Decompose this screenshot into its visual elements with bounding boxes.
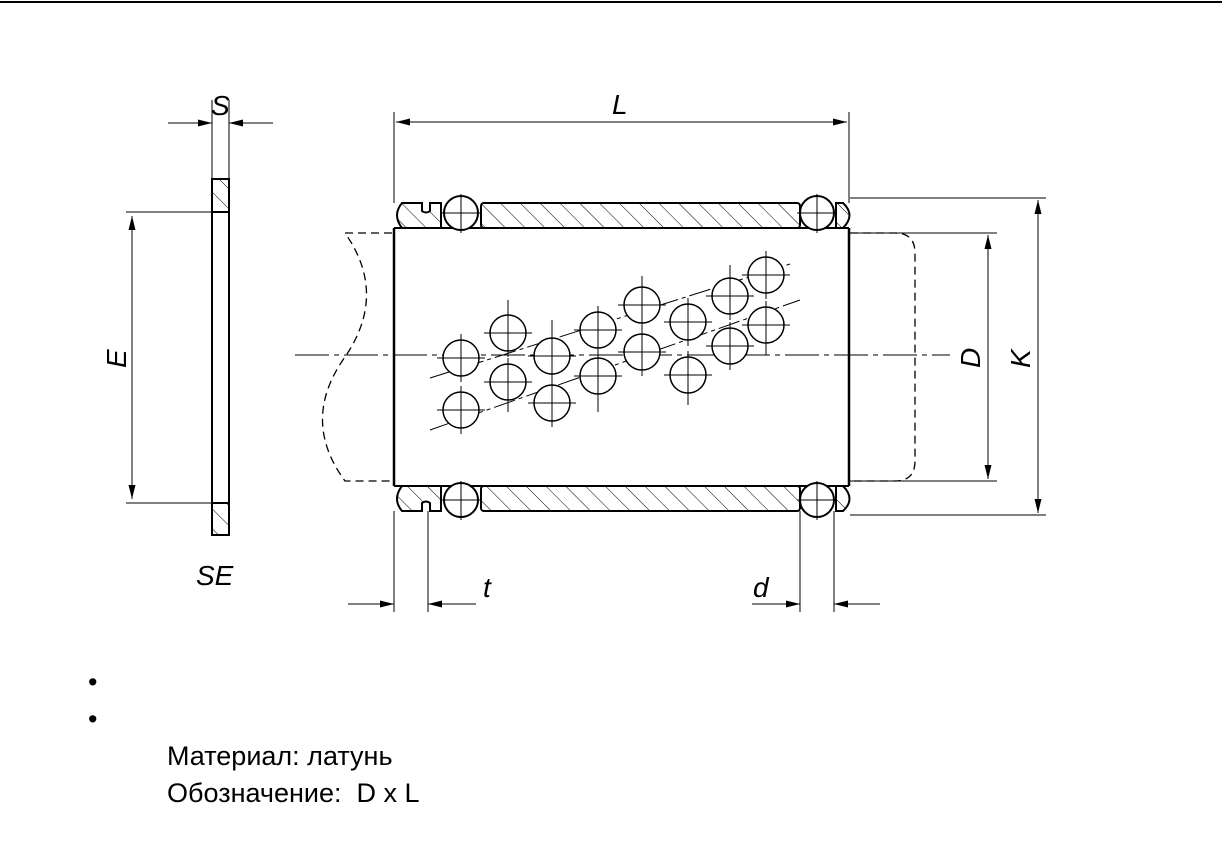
ball <box>484 358 532 412</box>
ball <box>528 320 576 380</box>
ball <box>664 351 712 405</box>
label-t: t <box>483 572 492 603</box>
ball <box>618 276 666 329</box>
note-designation: • Обозначение: D x L <box>88 701 420 808</box>
label-k: K <box>1005 348 1036 368</box>
bottom-wall-section <box>396 481 851 520</box>
dimension-l <box>393 112 850 203</box>
ball <box>574 354 622 412</box>
ball <box>664 298 712 346</box>
ball <box>742 251 790 299</box>
ball <box>484 300 532 357</box>
bullet: • <box>88 667 98 697</box>
washer-side-view <box>211 178 230 536</box>
ball-pattern <box>437 251 790 434</box>
note-text: Обозначение: D x L <box>167 778 420 808</box>
ball <box>618 329 666 376</box>
ball <box>437 386 485 434</box>
dimension-d-small <box>752 511 880 612</box>
ball <box>706 322 754 370</box>
ball <box>528 380 576 427</box>
notes-list: • Материал: латунь • Обозначение: D x L <box>88 664 420 808</box>
label-d: D <box>955 348 986 368</box>
ball <box>742 301 790 355</box>
label-s: S <box>211 90 230 121</box>
dimension-s <box>168 100 273 179</box>
ball <box>437 334 485 382</box>
label-se: SE <box>196 560 234 591</box>
shaft-outline <box>321 232 916 482</box>
note-text: Материал: латунь <box>167 741 393 771</box>
dimension-d <box>849 232 997 482</box>
top-wall-section <box>396 194 851 233</box>
dimension-t <box>348 511 476 612</box>
dimension-k <box>850 197 1046 516</box>
label-d-small: d <box>753 572 770 603</box>
label-l: L <box>612 89 628 120</box>
ball <box>574 306 622 354</box>
ball <box>706 265 754 320</box>
note-material: • Материал: латунь <box>88 664 420 771</box>
label-e: E <box>101 349 132 368</box>
dimension-e <box>126 211 212 504</box>
bullet: • <box>88 704 98 734</box>
